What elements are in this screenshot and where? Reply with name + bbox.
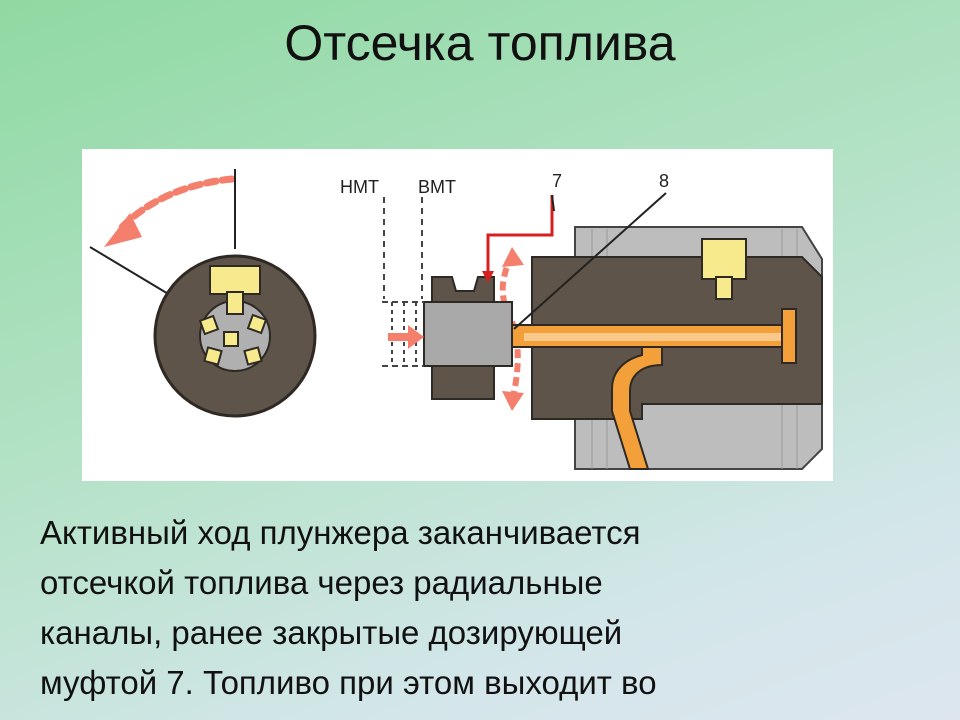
push-arrow bbox=[388, 325, 424, 349]
radial-port bbox=[243, 346, 263, 366]
seal-block bbox=[209, 265, 261, 295]
fuel-channel-inner bbox=[524, 333, 782, 341]
radial-port bbox=[203, 346, 223, 366]
pointer-7 bbox=[486, 195, 554, 273]
fuel-channel-end bbox=[781, 308, 797, 364]
label-vmt: ВМТ bbox=[418, 177, 456, 197]
slide-body: Активный ход плунжера заканчивается отсе… bbox=[40, 508, 940, 708]
rotation-arrow bbox=[118, 175, 236, 231]
body-line: Активный ход плунжера заканчивается bbox=[40, 514, 641, 551]
slide-title: Отсечка топлива bbox=[284, 15, 676, 71]
housing-seal-stem bbox=[715, 276, 733, 300]
plunger bbox=[423, 301, 513, 367]
radial-port bbox=[198, 314, 220, 336]
label-nmt: НМТ bbox=[340, 177, 379, 197]
body-line: каналы, ранее закрытые дозирующей bbox=[40, 614, 623, 651]
longitudinal-view: НМТ ВМТ 7 8 bbox=[340, 171, 823, 470]
leader-7 bbox=[551, 194, 555, 212]
body-line: муфтой 7. Топливо при этом выходит во bbox=[40, 664, 657, 701]
pointer-7-head bbox=[482, 271, 494, 283]
label-7: 7 bbox=[552, 171, 562, 191]
leader-8 bbox=[513, 192, 667, 330]
label-8: 8 bbox=[659, 171, 669, 191]
radial-port bbox=[246, 313, 268, 335]
seal-stem bbox=[226, 291, 244, 315]
fuel-cutoff-diagram: НМТ ВМТ 7 8 bbox=[82, 149, 833, 481]
housing-seal bbox=[701, 238, 747, 280]
oscillation-arrow-top bbox=[502, 247, 524, 267]
fuel-feed bbox=[611, 346, 663, 470]
body-line: отсечкой топлива через радиальные bbox=[40, 564, 603, 601]
rotation-arrow-head bbox=[104, 213, 142, 247]
oscillation-arrow-bottom bbox=[502, 391, 524, 411]
guide-line-diagonal bbox=[89, 246, 181, 302]
radial-port bbox=[223, 331, 239, 347]
diagram-svg: НМТ ВМТ 7 8 bbox=[89, 169, 823, 470]
cross-section-view bbox=[89, 169, 317, 418]
